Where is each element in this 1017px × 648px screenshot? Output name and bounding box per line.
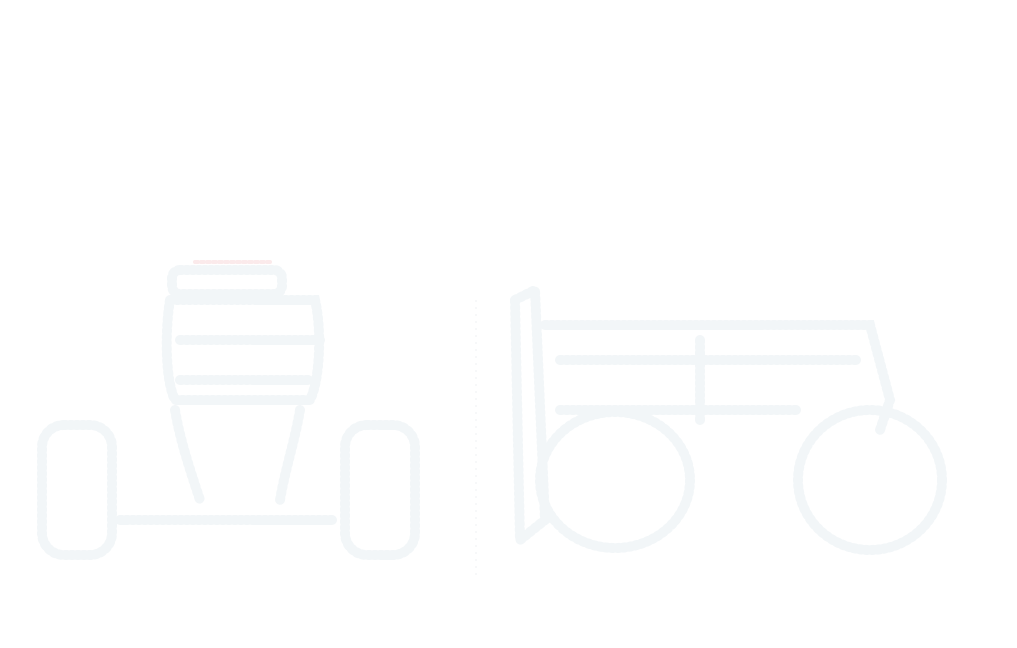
cargo-truck-icon	[509, 282, 947, 555]
shopping-bags-icon	[37, 260, 420, 560]
front-wheel	[535, 407, 695, 553]
left-bag	[37, 420, 117, 560]
jar-lid	[167, 265, 287, 299]
bag-handle	[170, 405, 205, 505]
right-bag	[340, 420, 420, 560]
jar-body	[161, 295, 325, 405]
rear-wheel	[793, 405, 947, 555]
bag-handle	[275, 405, 305, 505]
truck-cab	[509, 282, 551, 551]
